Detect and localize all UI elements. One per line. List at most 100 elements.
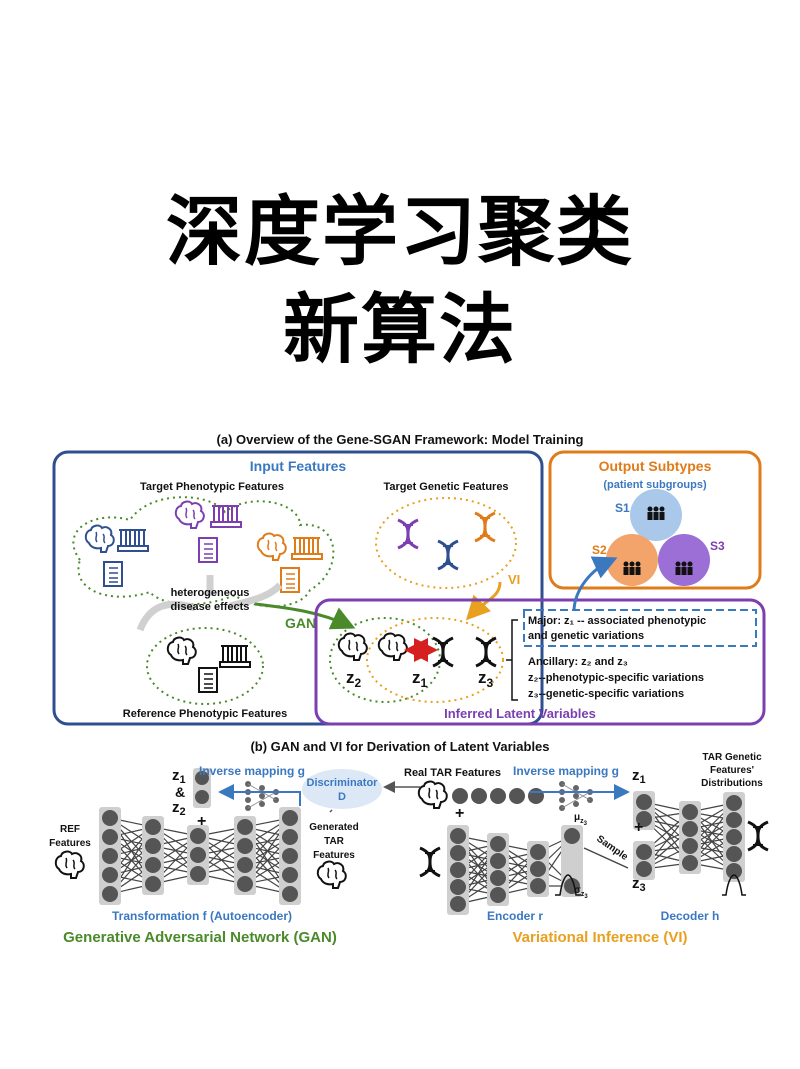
vi-full-label: Variational Inference (VI) [512, 929, 687, 946]
generated-label-1: Generated [309, 822, 358, 833]
brain-icon [84, 524, 115, 553]
network-node [450, 896, 466, 912]
panel-b-title: (b) GAN and VI for Derivation of Latent … [250, 739, 549, 754]
heterogeneity-arrow-right [229, 582, 283, 610]
brain-icon [337, 632, 368, 661]
tar-genetic-label-1: TAR Genetic [702, 752, 762, 763]
network-node [528, 788, 544, 804]
network-node [452, 788, 468, 804]
distribution-icon [722, 874, 746, 896]
input-features-label: Input Features [250, 458, 347, 474]
patients-icon [675, 561, 693, 575]
s1-label: S1 [615, 501, 630, 515]
gan-full-label: Generative Adversarial Network (GAN) [63, 929, 337, 946]
generated-label-3: Features [313, 850, 355, 861]
plus-left: + [197, 813, 206, 830]
tar-genetic-label-2: Features' [710, 765, 754, 776]
dna-icon [473, 511, 497, 543]
dna-icon [418, 846, 442, 878]
z1-symbol-left: z1 [172, 767, 186, 786]
network-node [490, 887, 506, 903]
z3-ellipse [366, 617, 504, 703]
network-node [237, 876, 253, 892]
genetic-ellipse [375, 497, 517, 589]
network-node [682, 821, 698, 837]
network-node [636, 861, 652, 877]
real-tar-label: Real TAR Features [404, 767, 501, 779]
ref-label-2: Features [49, 838, 91, 849]
encoder-decoder-network [447, 788, 745, 915]
network-node [564, 828, 580, 844]
network-node [490, 788, 506, 804]
network-node [145, 838, 161, 854]
subtype-s3-circle [658, 534, 710, 586]
network-node [682, 838, 698, 854]
network-node [102, 848, 118, 864]
network-node [102, 867, 118, 883]
z2-description: z₂--phenotypic-specific variations [528, 672, 704, 684]
network-node [490, 853, 506, 869]
plus-right: + [634, 819, 643, 836]
ref-label-1: REF [60, 824, 80, 835]
brain-icon [417, 780, 448, 809]
network-node [530, 878, 546, 894]
decoder-label: Decoder h [661, 909, 720, 923]
network-node [145, 876, 161, 892]
ampersand: & [175, 784, 185, 800]
network-layer [561, 825, 583, 897]
headline-line-2: 新算法 [283, 285, 517, 374]
network-node [450, 828, 466, 844]
generated-label-2: TAR [324, 836, 345, 847]
transformation-label: Transformation f (Autoencoder) [112, 909, 292, 923]
input-features-box [52, 450, 544, 726]
network-node [237, 857, 253, 873]
network-node [636, 811, 652, 827]
discriminator-ellipse [302, 769, 382, 809]
reference-ellipse [146, 627, 264, 705]
z3-symbol-right: z3 [632, 875, 646, 894]
network-node [102, 810, 118, 826]
z1-symbol: z1 [412, 668, 428, 690]
document-icon [103, 561, 123, 587]
network-layer [679, 801, 701, 874]
network-node [237, 838, 253, 854]
network-node [450, 862, 466, 878]
tubes-icon [219, 645, 251, 668]
network-node [490, 836, 506, 852]
major-text-2: and genetic variations [528, 630, 644, 642]
network-node [636, 794, 652, 810]
network-node [450, 845, 466, 861]
subtype-s2-circle [606, 534, 658, 586]
network-layer [234, 816, 256, 895]
output-subtypes-label: Output Subtypes [599, 458, 712, 474]
heterogeneous-label-1: heterogeneous [171, 587, 250, 599]
brain-icon [166, 636, 197, 665]
major-box [523, 609, 757, 647]
document-icon [198, 667, 218, 693]
network-node [530, 861, 546, 877]
network-node [490, 870, 506, 886]
network-node [102, 829, 118, 845]
document-icon [198, 537, 218, 563]
tubes-icon [210, 505, 242, 528]
network-node [726, 795, 742, 811]
distribution-icon [555, 874, 581, 896]
network-layer [487, 833, 509, 906]
dna-icon [474, 636, 498, 668]
inferred-latent-box [314, 598, 766, 726]
gen-to-d-arrow [329, 809, 333, 813]
tubes-icon [117, 529, 149, 552]
patients-icon [623, 561, 641, 575]
inverse-arrow-left [218, 784, 301, 806]
latent-node [195, 790, 209, 804]
plus-encoder: + [455, 805, 464, 822]
sigma-label: σz3 [574, 885, 588, 900]
output-subtypes-box [548, 450, 762, 590]
network-node [726, 812, 742, 828]
brain-icon [174, 500, 205, 529]
network-node [190, 828, 206, 844]
network-node [726, 846, 742, 862]
network-node [471, 788, 487, 804]
vi-label: VI [508, 572, 520, 587]
heterogeneity-arrow-left [136, 600, 197, 632]
